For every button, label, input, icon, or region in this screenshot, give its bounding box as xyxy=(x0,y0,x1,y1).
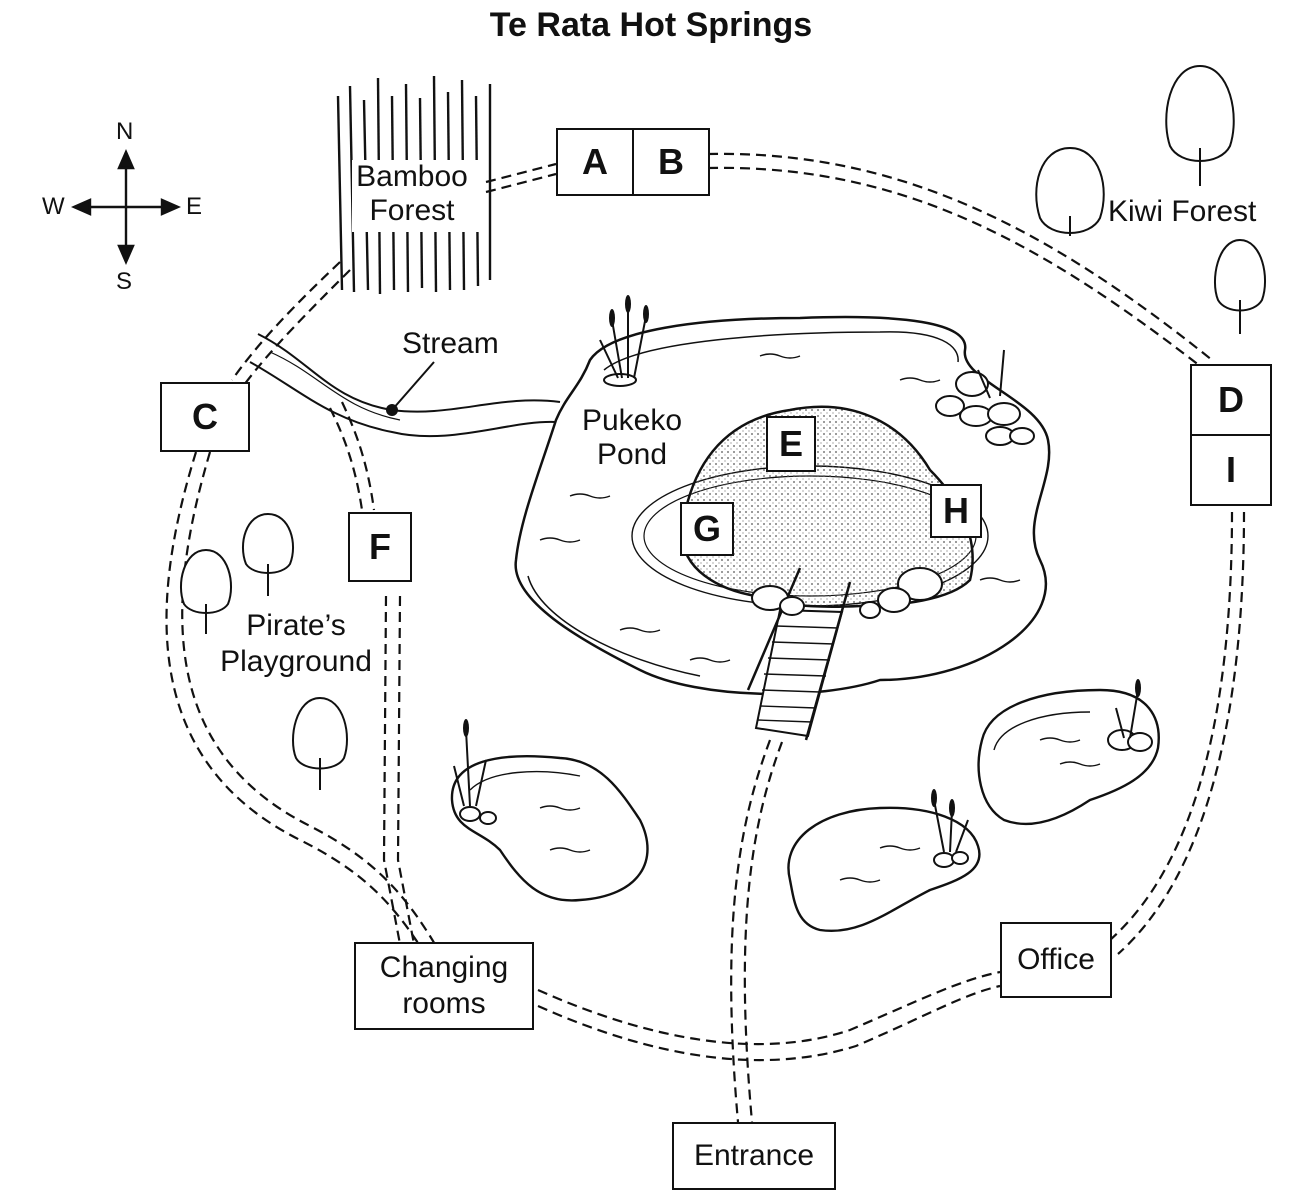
marker-c[interactable]: C xyxy=(160,382,250,452)
entrance-box[interactable]: Entrance xyxy=(672,1122,836,1190)
south-small-pond xyxy=(787,806,981,933)
marker-b[interactable]: B xyxy=(632,128,710,196)
kiwi-forest-label: Kiwi Forest xyxy=(1108,195,1257,228)
bridge xyxy=(746,567,852,741)
compass-south-label: S xyxy=(116,268,133,295)
stream-pointer xyxy=(391,361,435,411)
office-box[interactable]: Office xyxy=(1000,922,1112,998)
pukeko-pond-label: Pukeko Pond xyxy=(581,404,683,471)
marker-i[interactable]: I xyxy=(1190,434,1272,506)
stream-label: Stream xyxy=(402,327,499,360)
water-ripples xyxy=(539,353,1101,883)
map-title: Te Rata Hot Springs xyxy=(489,6,813,44)
changing-rooms-box[interactable]: Changing rooms xyxy=(354,942,534,1030)
stones xyxy=(459,371,1153,868)
east-small-pond xyxy=(977,688,1160,826)
marker-d[interactable]: D xyxy=(1190,364,1272,436)
marker-h[interactable]: H xyxy=(930,484,982,538)
trees xyxy=(180,64,1266,790)
pirates-playground-label: Pirate’s Playground xyxy=(220,609,372,678)
marker-e[interactable]: E xyxy=(766,416,816,472)
marker-g[interactable]: G xyxy=(680,502,734,556)
marker-a[interactable]: A xyxy=(556,128,634,196)
west-small-pond xyxy=(450,755,649,902)
compass-west-label: W xyxy=(42,193,65,220)
compass-north-label: N xyxy=(116,118,134,145)
reeds xyxy=(453,306,1139,853)
compass-rose xyxy=(71,149,181,265)
compass-east-label: E xyxy=(186,193,203,220)
marker-f[interactable]: F xyxy=(348,512,412,582)
bamboo-forest-label: Bamboo Forest xyxy=(356,160,468,227)
